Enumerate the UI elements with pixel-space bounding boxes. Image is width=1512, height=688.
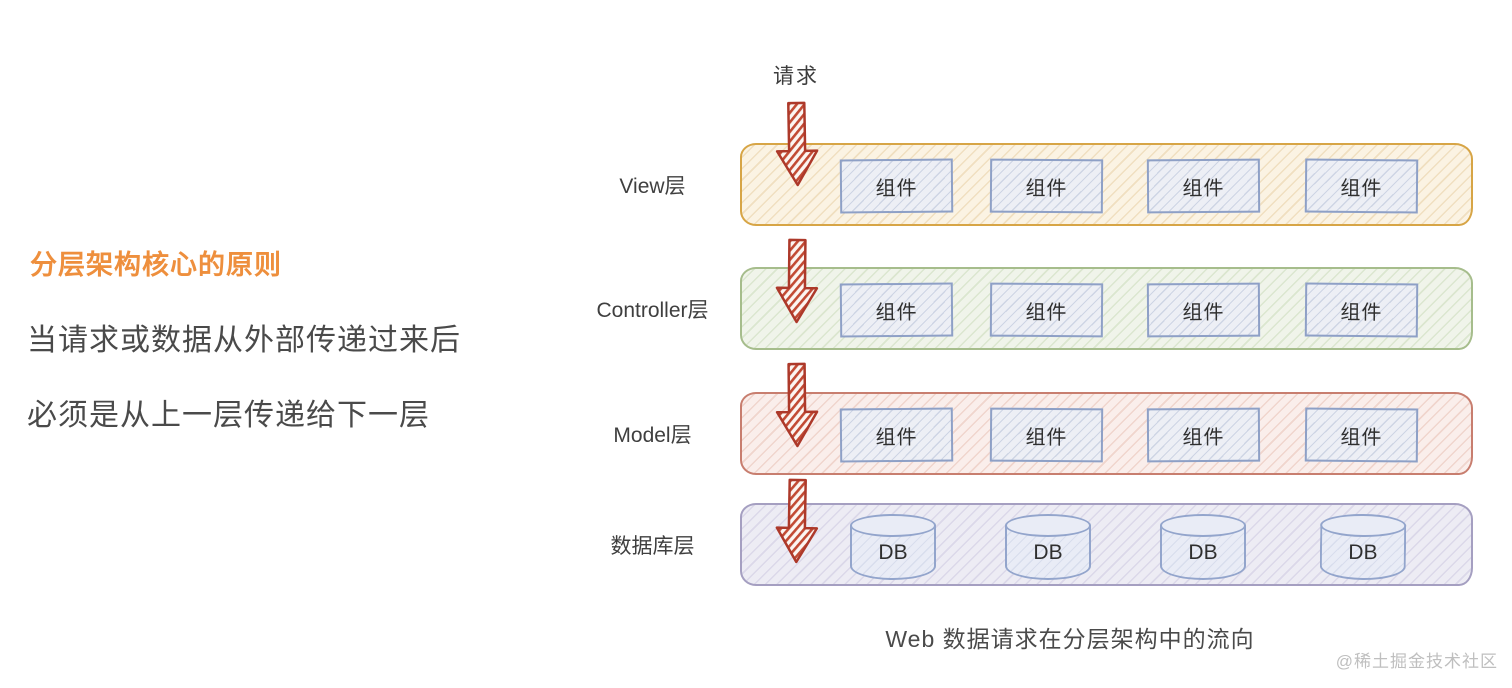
layer-box-controller: 组件 组件 组件 组件 [740, 267, 1473, 350]
component-box: 组件 [1304, 158, 1419, 214]
db-label: DB [1348, 540, 1378, 565]
db-cylinder: DB [1160, 514, 1246, 580]
principle-line-1: 当请求或数据从外部传递过来后 [27, 324, 461, 357]
db-cylinder: DB [850, 514, 936, 580]
diagram-caption: Web 数据请求在分层架构中的流向 [885, 626, 1255, 652]
layer-label-model: Model层 [613, 423, 692, 447]
component-box: 组件 [989, 407, 1104, 463]
db-label: DB [1033, 541, 1063, 564]
flow-arrow-icon [775, 238, 819, 324]
layer-row-model: Model层 组件 组件 组件 组件 [0, 392, 1512, 475]
db-cylinder-top [1160, 514, 1246, 537]
component-box: 组件 [1304, 282, 1419, 338]
flow-arrow-icon [775, 478, 819, 564]
layer-box-database: DB DB DB DB [740, 503, 1473, 586]
db-cylinder-top [850, 514, 936, 537]
component-box: 组件 [1304, 407, 1419, 463]
layer-box-model: 组件 组件 组件 组件 [740, 392, 1473, 475]
layer-box-view: 组件 组件 组件 组件 [740, 143, 1473, 226]
principle-line-2: 必须是从上一层传递给下一层 [27, 399, 430, 432]
watermark: @稀土掘金技术社区 [1335, 652, 1498, 671]
component-box: 组件 [1146, 282, 1261, 338]
db-cylinder: DB [1319, 513, 1407, 581]
layer-row-controller: Controller层 组件 组件 组件 组件 [0, 267, 1512, 350]
layer-row-view: View层 组件 组件 组件 组件 [0, 143, 1512, 226]
db-cylinder: DB [1005, 514, 1091, 580]
component-box: 组件 [839, 282, 954, 338]
db-label: DB [1188, 541, 1218, 564]
component-box: 组件 [989, 158, 1104, 214]
component-box: 组件 [1146, 158, 1261, 214]
component-box: 组件 [989, 282, 1104, 338]
component-box: 组件 [1146, 407, 1261, 463]
db-cylinder-top [1005, 514, 1091, 537]
component-box: 组件 [839, 158, 954, 214]
flow-arrow-icon [775, 362, 819, 448]
layer-label-controller: Controller层 [596, 298, 709, 322]
layer-label-view: View层 [619, 174, 686, 198]
layer-row-database: 数据库层 DB DB DB DB [0, 503, 1512, 586]
component-box: 组件 [839, 407, 954, 463]
flow-arrow-icon [775, 101, 819, 187]
request-label: 请求 [773, 65, 819, 88]
layer-label-database: 数据库层 [610, 534, 695, 558]
principle-heading: 分层架构核心的原则 [30, 250, 282, 280]
db-label: DB [878, 541, 908, 564]
